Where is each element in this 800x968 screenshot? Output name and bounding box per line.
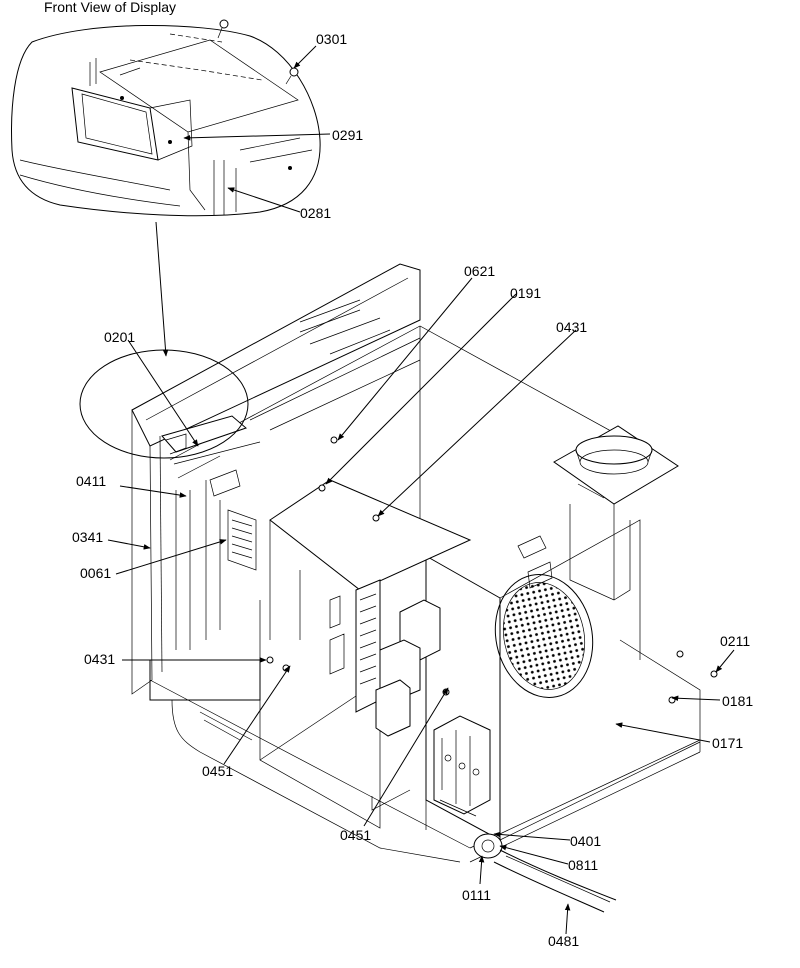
part-label-0201: 0201 — [104, 329, 135, 345]
part-label-0111: 0111 — [462, 887, 491, 903]
relays — [329, 595, 441, 737]
part-label-0431-bottom: 0431 — [84, 651, 115, 667]
part-label-0451-center: 0451 — [340, 827, 371, 843]
heatsink — [227, 509, 257, 571]
part-label-0341: 0341 — [72, 529, 103, 545]
part-label-0281: 0281 — [300, 205, 331, 221]
part-label-0811: 0811 — [568, 857, 598, 873]
chassis — [79, 263, 718, 913]
part-label-0181: 0181 — [722, 693, 753, 709]
air-duct — [553, 425, 679, 601]
part-labels: 0301 0291 0281 0621 0191 0431 0201 0411 … — [72, 31, 753, 949]
part-label-0291: 0291 — [332, 127, 363, 143]
leader-lines — [107, 277, 735, 935]
detail-view — [11, 19, 331, 217]
part-label-0191: 0191 — [510, 285, 541, 301]
fan-grille — [494, 574, 594, 698]
part-label-0401: 0401 — [570, 833, 601, 849]
display-mount — [161, 415, 261, 497]
display-callout-circle — [79, 349, 249, 459]
part-label-0411: 0411 — [76, 473, 106, 489]
terminal-block — [433, 715, 491, 817]
detail-to-main-connector — [155, 221, 169, 357]
part-label-0481: 0481 — [548, 933, 579, 949]
part-label-0451-left: 0451 — [202, 763, 233, 779]
part-label-0211: 0211 — [720, 633, 750, 649]
part-label-0301: 0301 — [316, 31, 347, 47]
part-label-0171: 0171 — [712, 735, 743, 751]
part-label-0621: 0621 — [464, 263, 495, 279]
diagram-title: Front View of Display — [44, 0, 176, 15]
part-label-0061: 0061 — [80, 565, 111, 581]
part-label-0431-top: 0431 — [556, 319, 587, 335]
